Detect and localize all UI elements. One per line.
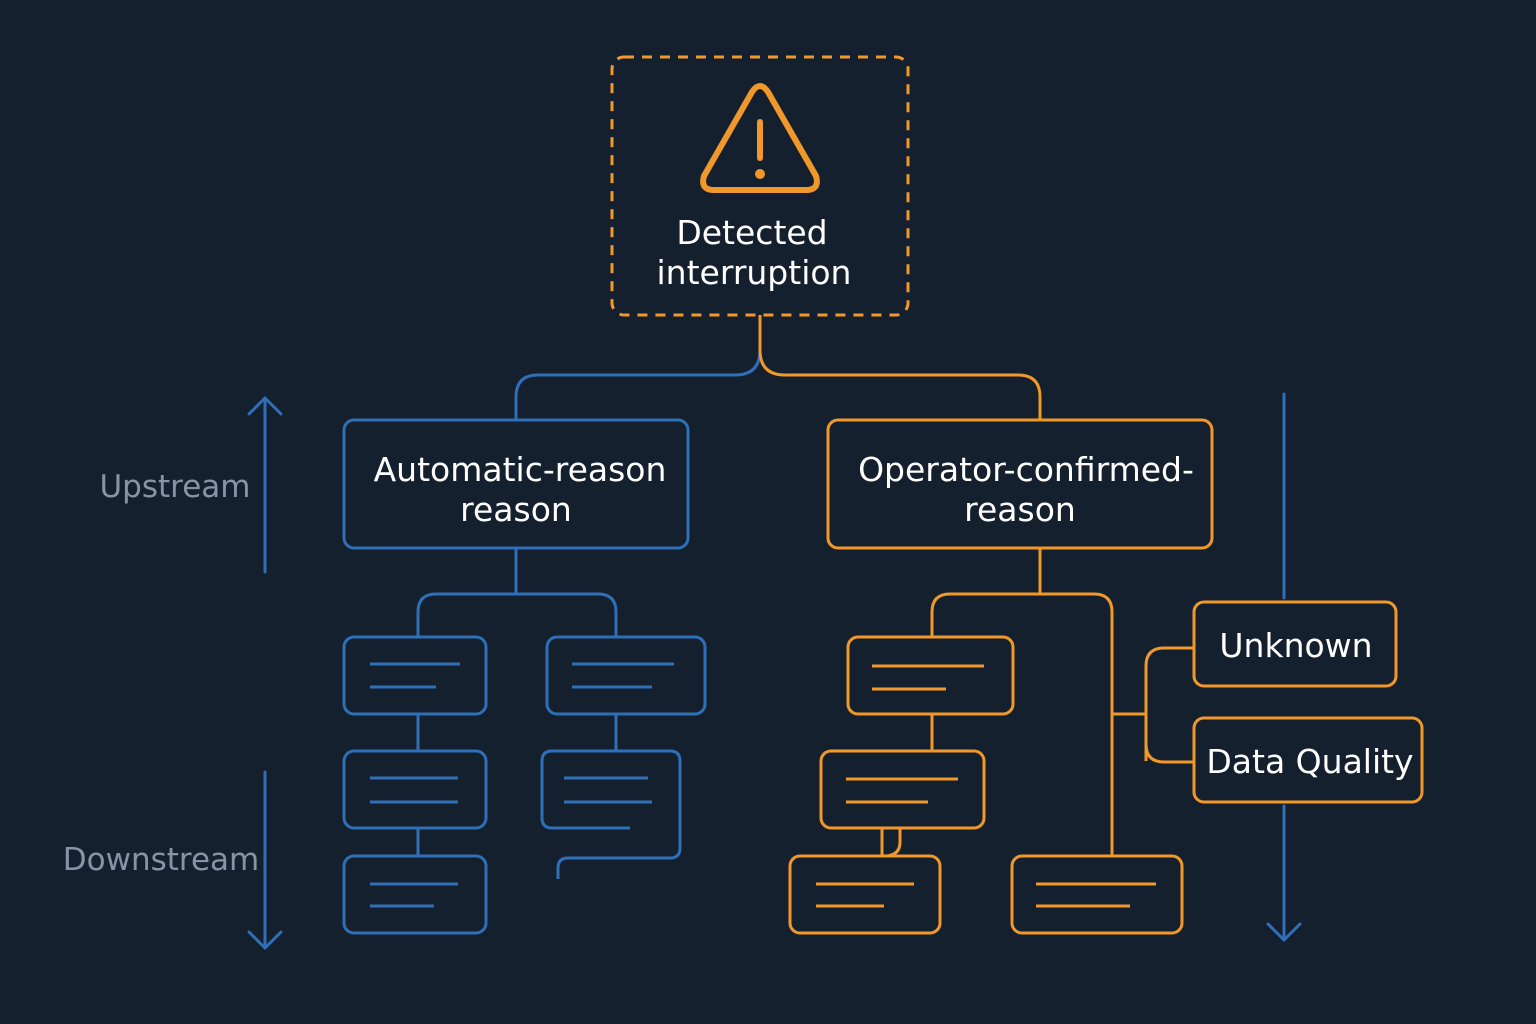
- placeholder-card: [1010, 854, 1184, 935]
- connector-data-quality: [1144, 666, 1194, 764]
- data-quality-label: Data Quality: [1206, 742, 1413, 781]
- connector-operator-right: [1040, 592, 1114, 856]
- connector-orange-left-2: [882, 828, 902, 858]
- unknown-node: Unknown: [1192, 600, 1398, 688]
- downstream-label: Downstream: [63, 842, 259, 878]
- flow-down-arrow-icon: [1266, 392, 1302, 942]
- placeholder-card: [342, 854, 488, 935]
- root-label-line1: Detected: [676, 213, 827, 252]
- warning-triangle-icon: [700, 83, 820, 193]
- placeholder-card: [545, 635, 707, 716]
- root-node-border: [610, 55, 910, 317]
- placeholder-card: [788, 854, 942, 935]
- data-quality-node: Data Quality: [1192, 716, 1424, 804]
- placeholder-card: [342, 749, 488, 830]
- operator-confirmed-line2: reason: [964, 490, 1076, 529]
- automatic-reason-line2: reason: [460, 490, 572, 529]
- root-node: Detected interruption: [610, 55, 910, 317]
- operator-subtree: [788, 548, 1194, 935]
- placeholder-card-open: [540, 749, 682, 879]
- connector-automatic-right: [516, 592, 618, 637]
- connector-operator-left: [930, 548, 1042, 637]
- placeholder-card: [846, 635, 1015, 716]
- downstream-arrow-icon: [247, 770, 283, 950]
- connector-root-automatic: [514, 315, 762, 420]
- upstream-label: Upstream: [99, 469, 250, 505]
- automatic-reason-node: Automatic-reason reason: [342, 418, 690, 550]
- unknown-label: Unknown: [1219, 626, 1372, 665]
- upstream-arrow-icon: [247, 396, 283, 574]
- connector-root-operator: [758, 315, 1042, 420]
- automatic-reason-line1: Automatic-reason: [374, 450, 667, 489]
- connector-unknown: [1144, 646, 1194, 761]
- placeholder-card: [342, 635, 488, 716]
- operator-confirmed-line1: Operator-confirmed-: [858, 450, 1194, 489]
- root-label-line2: interruption: [657, 253, 852, 292]
- connector-automatic-left: [416, 548, 518, 637]
- operator-confirmed-node: Operator-confirmed- reason: [826, 418, 1214, 550]
- automatic-subtree: [342, 548, 707, 935]
- placeholder-card: [819, 749, 986, 830]
